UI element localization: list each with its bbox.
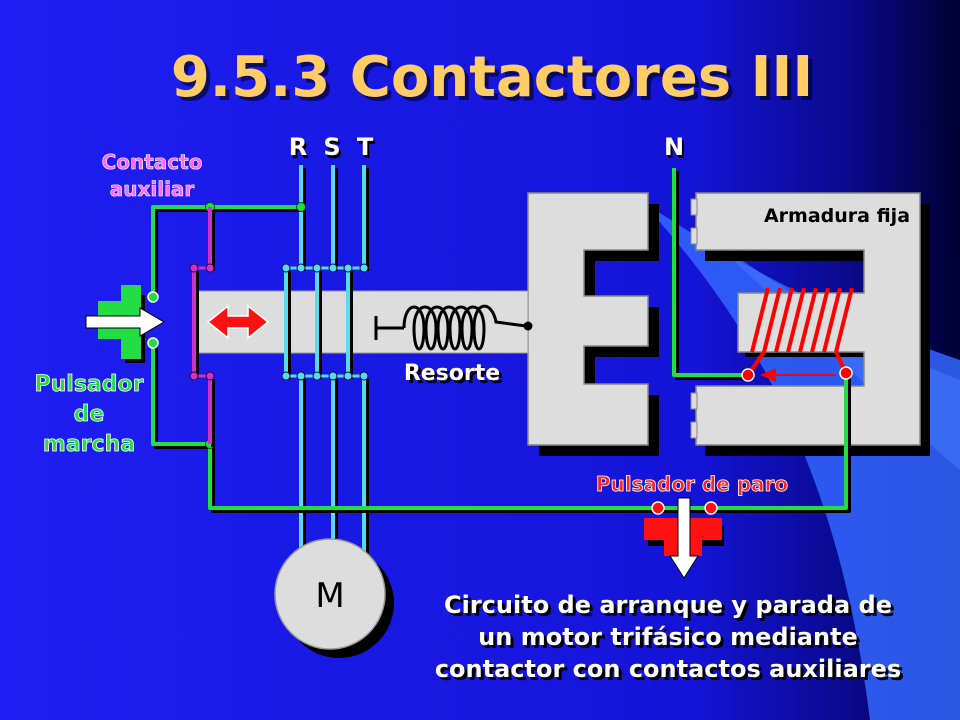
phase-r-shadow: R [291, 136, 309, 164]
phase-r-label: R [289, 133, 307, 161]
double-arrow-red-icon [206, 304, 270, 340]
resorte-label: Resorte [404, 361, 500, 386]
contacto-auxiliar-label-1: Contacto [102, 150, 203, 174]
pulsador-paro-label: Pulsador de paro [596, 472, 788, 496]
caption-line-3-shadow: contactor con contactos auxiliares [438, 658, 904, 686]
resorte-shadow: Resorte [407, 364, 503, 389]
pulsador-marcha-label-2: de [74, 402, 105, 427]
page-title: 9.5.3 Contactores III [171, 45, 813, 110]
pulsador-marcha-label-3: marcha [43, 432, 135, 457]
control-wires [151, 168, 851, 513]
coil [741, 287, 854, 382]
armadura-fija-label: Armadura fija [764, 205, 910, 227]
caption-line-2: un motor trifásico mediante [478, 623, 858, 651]
phase-n-label: N [664, 133, 684, 161]
phase-s-shadow: S [325, 136, 342, 164]
caption-line-2-shadow: un motor trifásico mediante [481, 626, 861, 654]
page-title-shadow: 9.5.3 Contactores III [175, 49, 817, 114]
phase-t-shadow: T [359, 136, 376, 164]
phase-t-label: T [357, 133, 374, 161]
auxiliary-contact [189, 207, 215, 447]
caption: Circuito de arranque y parada de Circuit… [435, 591, 904, 686]
motor: M [274, 538, 394, 658]
phase-s-label: S [323, 133, 340, 161]
push-button-green-icon[interactable] [85, 285, 165, 363]
power-contact-dots [281, 263, 369, 381]
caption-line-3: contactor con contactos auxiliares [435, 655, 901, 683]
push-button-red-icon[interactable] [644, 497, 724, 579]
movable-armature [527, 192, 649, 446]
contacto-auxiliar-label-2: auxiliar [110, 177, 195, 201]
caption-line-1: Circuito de arranque y parada de [444, 591, 892, 619]
caption-line-1-shadow: Circuito de arranque y parada de [447, 594, 895, 622]
pulsador-marcha-label-1: Pulsador [35, 372, 144, 397]
phase-n-shadow: N [666, 136, 686, 164]
spring [374, 304, 533, 351]
motor-label: M [315, 576, 344, 616]
